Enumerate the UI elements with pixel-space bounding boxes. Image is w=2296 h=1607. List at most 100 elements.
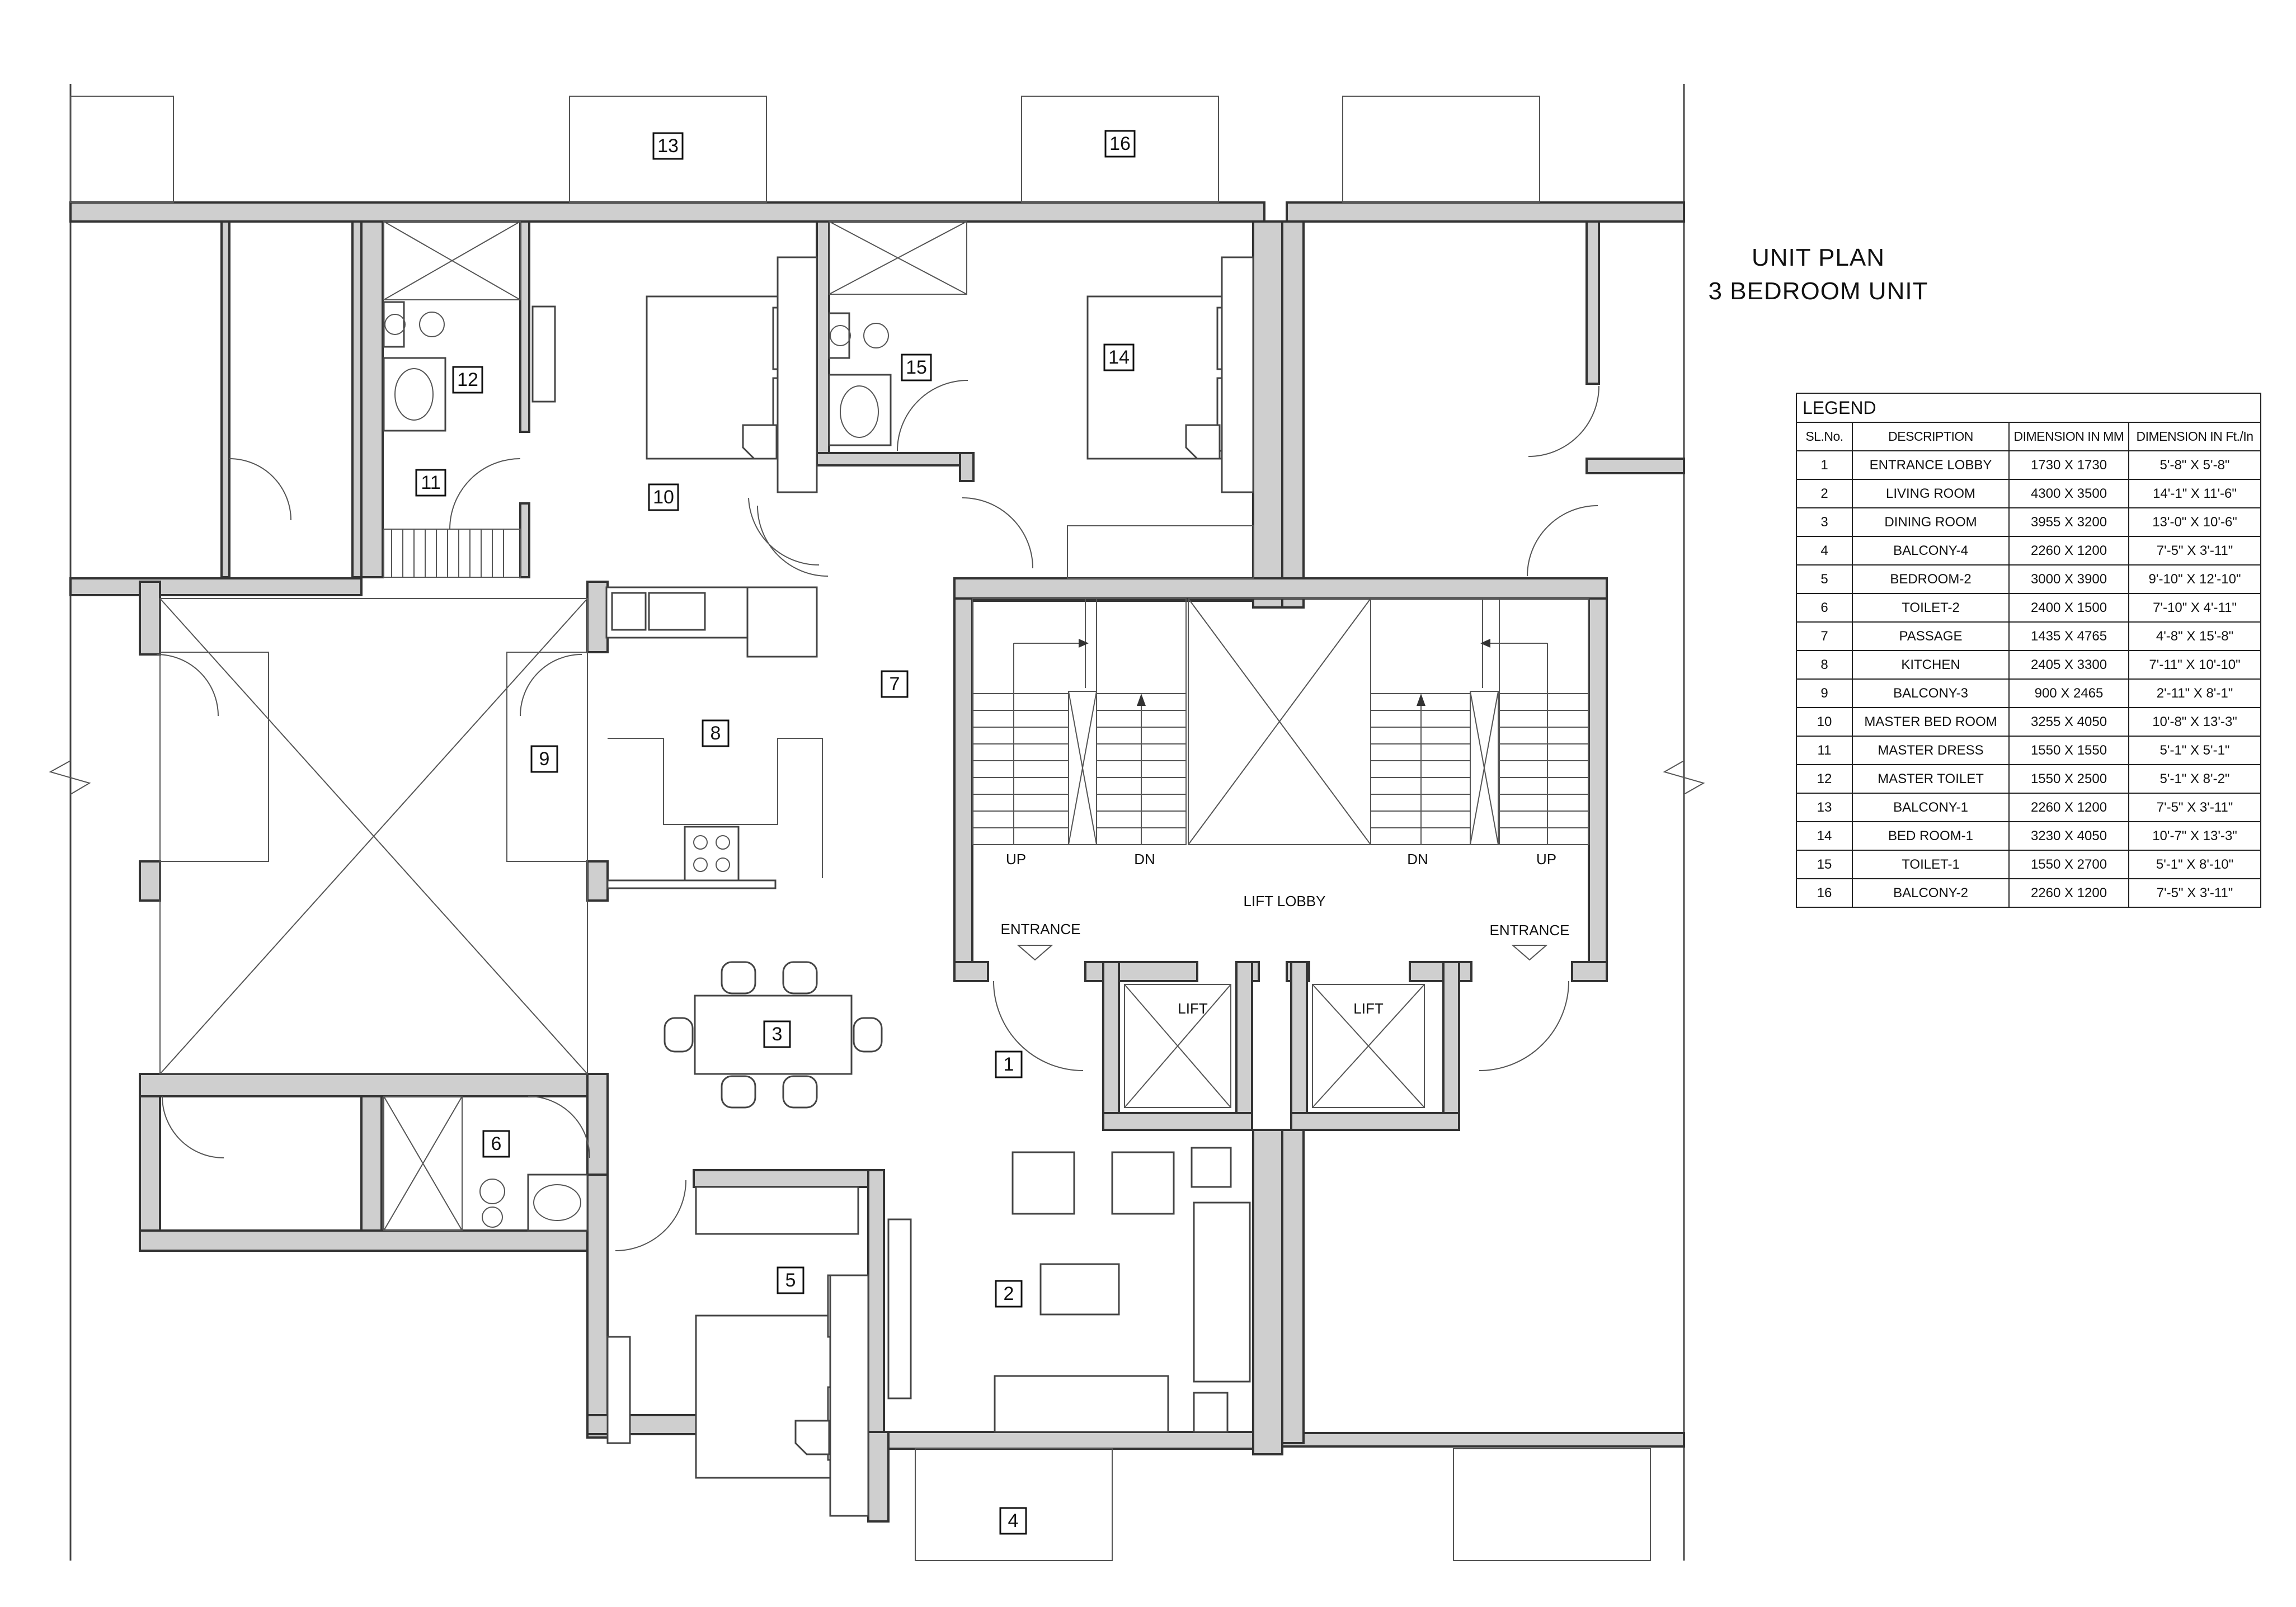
- svg-text:14: 14: [1108, 347, 1130, 368]
- legend-cell: 15: [1796, 850, 1853, 879]
- master-bed-furniture: [531, 256, 820, 566]
- legend-header: DIMENSION IN Ft./In: [2128, 422, 2261, 451]
- legend-cell: DINING ROOM: [1852, 507, 2010, 537]
- legend-cell: 4'-8" X 15'-8": [2128, 621, 2261, 651]
- legend-cell: TOILET-2: [1852, 593, 2010, 623]
- svg-text:4: 4: [1008, 1510, 1019, 1531]
- lifts: [993, 945, 1569, 1108]
- legend-header: DESCRIPTION: [1852, 422, 2010, 451]
- svg-text:9: 9: [539, 748, 550, 770]
- plan-title: UNIT PLAN: [1751, 244, 1885, 271]
- legend-cell: BALCONY-4: [1852, 536, 2010, 565]
- lift-label-right: LIFT: [1353, 1000, 1384, 1017]
- toilet-2-fixtures: [162, 1096, 686, 1251]
- svg-text:11: 11: [421, 472, 440, 493]
- room-tag-1: 1: [995, 1050, 1023, 1078]
- legend-header-row: SL.No. DESCRIPTION DIMENSION IN MM DIMEN…: [1796, 422, 2261, 451]
- legend-cell: 8: [1796, 650, 1853, 680]
- legend-cell: 10'-7" X 13'-3": [2128, 821, 2261, 851]
- legend-cell: 1: [1796, 450, 1853, 480]
- room-tag-5: 5: [777, 1266, 804, 1294]
- master-toilet-fixtures: [383, 221, 521, 578]
- legend-cell: 4: [1796, 536, 1853, 565]
- legend-cell: BALCONY-1: [1852, 793, 2010, 822]
- svg-text:8: 8: [711, 723, 721, 744]
- legend-cell: 13: [1796, 793, 1853, 822]
- stair-dn-label-left: DN: [1134, 851, 1155, 868]
- legend-cell: 6: [1796, 593, 1853, 623]
- legend-cell: 5'-1" X 5'-1": [2128, 736, 2261, 765]
- legend-cell: 1435 X 4765: [2008, 621, 2129, 651]
- svg-text:12: 12: [457, 369, 478, 390]
- legend-cell: 2260 X 1200: [2008, 793, 2129, 822]
- legend-cell: 3000 X 3900: [2008, 564, 2129, 594]
- legend-header: DIMENSION IN MM: [2008, 422, 2129, 451]
- room-tag-12: 12: [452, 366, 483, 394]
- legend-cell: LIVING ROOM: [1852, 479, 2010, 508]
- room-tag-10: 10: [648, 483, 679, 511]
- legend-cell: 12: [1796, 764, 1853, 794]
- legend-cell: 3955 X 3200: [2008, 507, 2129, 537]
- legend-cell: 14'-1" X 11'-6": [2128, 479, 2261, 508]
- legend-cell: 2'-11" X 8'-1": [2128, 678, 2261, 708]
- legend-cell: 3255 X 4050: [2008, 707, 2129, 737]
- legend-cell: 13'-0" X 10'-6": [2128, 507, 2261, 537]
- legend-cell: 5'-1" X 8'-10": [2128, 850, 2261, 879]
- svg-text:2: 2: [1004, 1283, 1014, 1304]
- svg-text:5: 5: [785, 1270, 796, 1291]
- legend-cell: BALCONY-3: [1852, 678, 2010, 708]
- room-tag-14: 14: [1103, 343, 1135, 371]
- legend-cell: 900 X 2465: [2008, 678, 2129, 708]
- legend-cell: 11: [1796, 736, 1853, 765]
- plan-subtitle: 3 BEDROOM UNIT: [1708, 277, 1928, 305]
- lift-label-left: LIFT: [1178, 1000, 1208, 1017]
- legend-cell: 7: [1796, 621, 1853, 651]
- stair-up-label-right: UP: [1536, 851, 1556, 868]
- room-tag-11: 11: [415, 469, 446, 497]
- legend-cell: 1550 X 2700: [2008, 850, 2129, 879]
- svg-text:7: 7: [890, 673, 900, 695]
- legend-table: LEGEND SL.No. DESCRIPTION DIMENSION IN M…: [1796, 393, 2261, 908]
- legend-cell: KITCHEN: [1852, 650, 2010, 680]
- legend-cell: 3230 X 4050: [2008, 821, 2129, 851]
- legend-cell: 7'-10" X 4'-11": [2128, 593, 2261, 623]
- legend-cell: 1550 X 2500: [2008, 764, 2129, 794]
- legend-cell: BEDROOM-2: [1852, 564, 2010, 594]
- legend-cell: MASTER DRESS: [1852, 736, 2010, 765]
- legend-cell: PASSAGE: [1852, 621, 2010, 651]
- entrance-label-right: ENTRANCE: [1489, 922, 1569, 939]
- legend-cell: 14: [1796, 821, 1853, 851]
- bedroom-1-furniture: [229, 256, 1599, 579]
- legend-cell: 4300 X 3500: [2008, 479, 2129, 508]
- legend-header: SL.No.: [1796, 422, 1853, 451]
- legend-cell: 9'-10" X 12'-10": [2128, 564, 2261, 594]
- legend-cell: 2400 X 1500: [2008, 593, 2129, 623]
- legend-cell: 7'-11" X 10'-10": [2128, 650, 2261, 680]
- legend-cell: MASTER BED ROOM: [1852, 707, 2010, 737]
- legend-cell: 10'-8" X 13'-3": [2128, 707, 2261, 737]
- legend-cell: 7'-5" X 3'-11": [2128, 793, 2261, 822]
- legend-cell: 9: [1796, 678, 1853, 708]
- room-tag-6: 6: [482, 1130, 510, 1158]
- svg-text:3: 3: [772, 1024, 783, 1045]
- legend-cell: 1550 X 1550: [2008, 736, 2129, 765]
- entrance-label-left: ENTRANCE: [1000, 921, 1080, 937]
- room-tag-13: 13: [652, 132, 684, 160]
- legend-cell: 16: [1796, 878, 1853, 908]
- legend-cell: ENTRANCE LOBBY: [1852, 450, 2010, 480]
- toilet-1-fixtures: [757, 221, 968, 577]
